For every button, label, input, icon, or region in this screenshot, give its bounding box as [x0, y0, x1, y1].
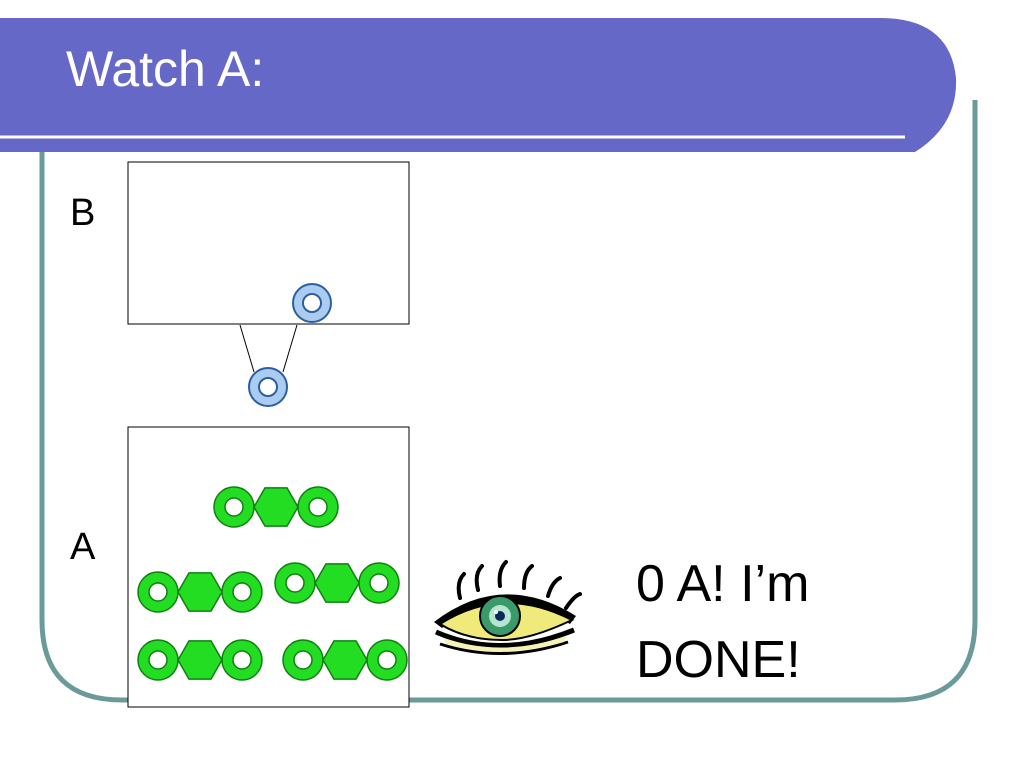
message-line-1: 0 A! I’m	[636, 555, 810, 613]
a-molecule	[213, 486, 339, 528]
b-molecule-in-box	[292, 283, 332, 323]
box-a-label: A	[70, 526, 96, 568]
a-molecule	[137, 639, 263, 681]
connector-right	[282, 324, 298, 373]
box-b-label: B	[70, 192, 96, 234]
message-line-2: DONE!	[636, 631, 801, 689]
connector-left	[239, 324, 255, 373]
a-molecule	[282, 639, 408, 681]
content-frame	[39, 100, 978, 703]
box-b	[127, 161, 410, 325]
a-molecules	[137, 486, 408, 681]
b-molecule-transit	[248, 367, 288, 407]
a-molecule	[137, 571, 263, 613]
slide-title: Watch A:	[66, 41, 265, 97]
a-molecule	[274, 562, 400, 604]
title-bar	[0, 18, 957, 152]
eye-icon	[434, 560, 582, 655]
